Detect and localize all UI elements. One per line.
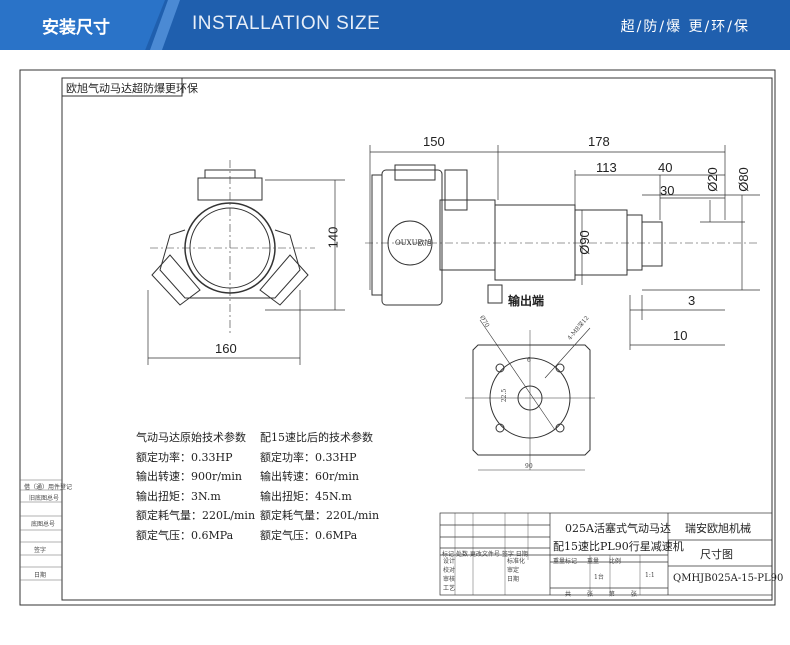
side-block-5: 日期: [34, 572, 47, 579]
dim-flange-6: 6: [527, 357, 531, 364]
side-block-4: 签字: [34, 547, 47, 554]
col: 张: [586, 591, 593, 598]
dim-40: 40: [658, 160, 673, 175]
output-end-label: 输出端: [508, 294, 545, 308]
scale: 1:1: [645, 572, 655, 579]
param-line: 额定耗气量：220L/min: [136, 509, 256, 522]
col: 张: [630, 591, 637, 598]
dim-178: 178: [588, 134, 610, 149]
param-line: 输出扭矩：3N.m: [136, 489, 221, 503]
dim-150: 150: [423, 134, 445, 149]
drawing-number: QMHJB025A-15-PL90: [673, 573, 784, 584]
dim-d90: Ø90: [576, 230, 592, 255]
param-line: 输出转速：60r/min: [260, 470, 359, 483]
col: 重量: [586, 558, 599, 565]
product-line1: 025A活塞式气动马达: [565, 522, 671, 535]
params-original-title: 气动马达原始技术参数: [136, 431, 246, 444]
header-banner: 安装尺寸 INSTALLATION SIZE 超/防/爆 更/环/保: [0, 0, 790, 50]
rev-col: 标记: [442, 551, 455, 558]
role: 日期: [507, 576, 520, 583]
product-line2: 配15速比PL90行星减速机: [553, 540, 684, 553]
param-line: 额定气压：0.6MPa: [260, 528, 358, 542]
dim-113: 113: [596, 160, 617, 175]
role: 审定: [507, 567, 520, 574]
rev-col: 签字: [501, 551, 514, 558]
rev-col: 处数: [455, 551, 468, 558]
dim-d80: Ø80: [735, 167, 751, 192]
role: 工艺: [443, 585, 456, 592]
inner-frame: [61, 77, 773, 601]
role: 标准化: [507, 558, 526, 565]
col: 第: [608, 591, 615, 598]
motor-front-view: [365, 164, 760, 306]
dim-3: 3: [688, 293, 696, 308]
drawing-type: 尺寸图: [700, 548, 733, 561]
side-block-3: 底图总号: [31, 521, 56, 528]
roles-left: 设计 校对 审核 工艺: [443, 557, 455, 593]
dim-flange-22-5: 22.5: [501, 388, 509, 403]
col: 共: [565, 591, 572, 598]
banner-title-cn: 安装尺寸: [42, 18, 110, 38]
roles-right: 标准化 审定 日期: [507, 557, 525, 584]
params-reduced: 配15速比后的技术参数 额定功率：0.33HP 输出转速：60r/min 输出扭…: [260, 428, 379, 545]
motor-side-view: [150, 160, 315, 335]
role: 校对: [443, 567, 456, 574]
dim-d20: Ø20: [704, 167, 720, 192]
col: 重量标记: [553, 558, 578, 565]
param-line: 输出转速：900r/min: [136, 470, 242, 483]
param-line: 额定耗气量：220L/min: [260, 509, 380, 522]
brand-plate: OUXU欧旭: [395, 239, 432, 247]
title-block-lines: [439, 512, 773, 596]
dim-flange-90: 90: [525, 463, 533, 470]
dim-140: 140: [325, 226, 341, 249]
outer-frame: [19, 69, 776, 606]
role: 设计: [443, 558, 456, 565]
params-reduced-title: 配15速比后的技术参数: [260, 431, 373, 444]
dim-30: 30: [660, 183, 675, 198]
rev-col: 日期: [515, 551, 528, 558]
col: 比例: [608, 558, 621, 565]
header-label: 欧旭气动马达超防爆更环保: [66, 82, 198, 95]
dimension-lines: [147, 145, 760, 365]
params-original: 气动马达原始技术参数 额定功率：0.33HP 输出转速：900r/min 输出扭…: [136, 428, 255, 545]
side-block-2: 旧底图总号: [29, 495, 60, 502]
side-block: [20, 479, 62, 581]
dim-160: 160: [215, 341, 237, 356]
dim-10: 10: [673, 328, 688, 343]
sheet-cols: 共 张 第 张: [565, 589, 637, 598]
side-block-1: 借（通）用件登记: [24, 484, 73, 491]
output-flange-view: [465, 319, 595, 471]
rev-header: 标记 处数 更改文件号 签字 日期: [442, 549, 528, 558]
banner-left-panel: [0, 0, 165, 50]
banner-title-en: INSTALLATION SIZE: [192, 13, 381, 34]
param-line: 额定功率：0.33HP: [136, 450, 233, 464]
quantity: 1台: [594, 574, 604, 581]
company-name: 瑞安欧旭机械: [685, 522, 751, 535]
weight-cols: 重量标记 重量 比例: [553, 556, 621, 565]
param-line: 输出扭矩：45N.m: [260, 489, 352, 503]
param-line: 额定功率：0.33HP: [260, 450, 357, 464]
banner-slogan: 超/防/爆 更/环/保: [620, 19, 750, 35]
param-line: 额定气压：0.6MPa: [136, 528, 234, 542]
role: 审核: [443, 576, 456, 583]
rev-col: 更改文件号: [469, 551, 500, 558]
header-label-box: [61, 77, 183, 97]
